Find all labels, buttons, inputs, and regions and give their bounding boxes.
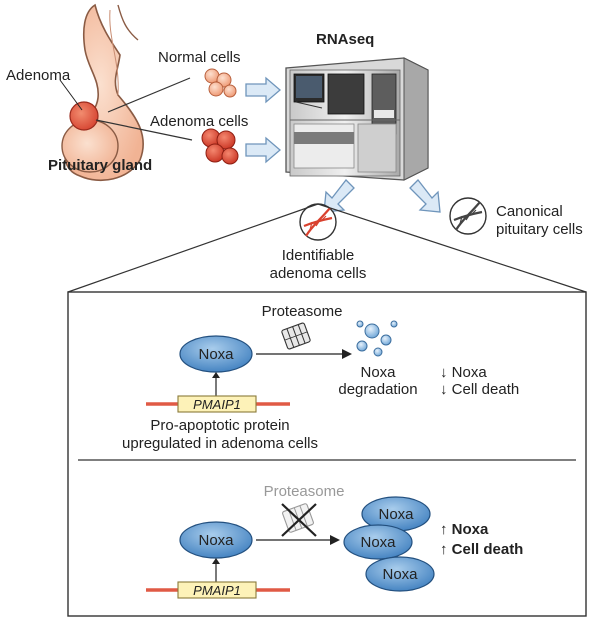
inhibition-cross-2 [281, 503, 317, 537]
degradation-fragments [356, 320, 398, 357]
noxa-stack-3-label: Noxa [382, 566, 418, 583]
pituitary-gland-illustration [59, 3, 145, 182]
normal-cells-cluster [204, 68, 237, 98]
effect-bottom-line1: ↑ Noxa [440, 521, 489, 538]
expression-arrow-bottom-head [212, 558, 220, 564]
accumulation-arrow-head [330, 535, 340, 545]
rnaseq-machine-illustration [285, 57, 429, 181]
proteasome-label-top: Proteasome [262, 303, 343, 320]
canonical-label-line1: Canonical [496, 203, 563, 220]
noxa-stack-3 [365, 556, 435, 592]
gene-box-bottom [177, 581, 257, 599]
zoom-line-right [317, 203, 587, 293]
noxa-degradation-line2: degradation [338, 381, 417, 398]
proteasome-icon-top [281, 322, 311, 350]
noxa-stack-2 [343, 524, 413, 560]
identifiable-label-line2: adenoma cells [270, 265, 367, 282]
dna-red-icon [299, 203, 337, 241]
adenoma-cells-cluster [201, 128, 239, 165]
zoom-line-left [67, 203, 319, 293]
identifiable-label-line1: Identifiable [282, 247, 355, 264]
expression-arrow-top-head [212, 372, 220, 378]
noxa-degradation-line1: Noxa [360, 364, 396, 381]
effect-top-line1: ↓ Noxa [440, 364, 487, 381]
noxa-label-bottom: Noxa [198, 532, 234, 549]
proteasome-label-bottom: Proteasome [264, 483, 345, 500]
degradation-arrow-head [342, 349, 352, 359]
effect-bottom-line2: ↑ Cell death [440, 541, 523, 558]
rnaseq-label: RNAseq [316, 31, 374, 48]
connector-normal [107, 77, 191, 113]
gene-label-top: PMAIP1 [193, 397, 241, 412]
arrow-adenoma-to-rnaseq [245, 136, 281, 164]
pituitary-gland-label: Pituitary gland [48, 157, 152, 174]
description-line2: upregulated in adenoma cells [122, 435, 318, 452]
arrow-normal-to-rnaseq [245, 76, 281, 104]
noxa-stack-2-label: Noxa [360, 534, 396, 551]
gene-label-bottom: PMAIP1 [193, 583, 241, 598]
adenoma-cells-label: Adenoma cells [150, 113, 248, 130]
description-line1: Pro-apoptotic protein [150, 417, 289, 434]
arrow-to-canonical [409, 179, 441, 213]
normal-cells-label: Normal cells [158, 49, 241, 66]
arrow-to-identifiable [323, 179, 355, 213]
effect-top-line2: ↓ Cell death [440, 381, 519, 398]
connector-adenoma [95, 119, 193, 141]
gene-box-top [177, 395, 257, 413]
noxa-stack-1-label: Noxa [378, 506, 414, 523]
adenoma-mass [69, 101, 99, 131]
mechanism-panel [67, 291, 587, 617]
noxa-label-top: Noxa [198, 346, 234, 363]
dna-grey-icon [449, 197, 487, 235]
canonical-label-line2: pituitary cells [496, 221, 583, 238]
adenoma-label: Adenoma [6, 67, 71, 84]
